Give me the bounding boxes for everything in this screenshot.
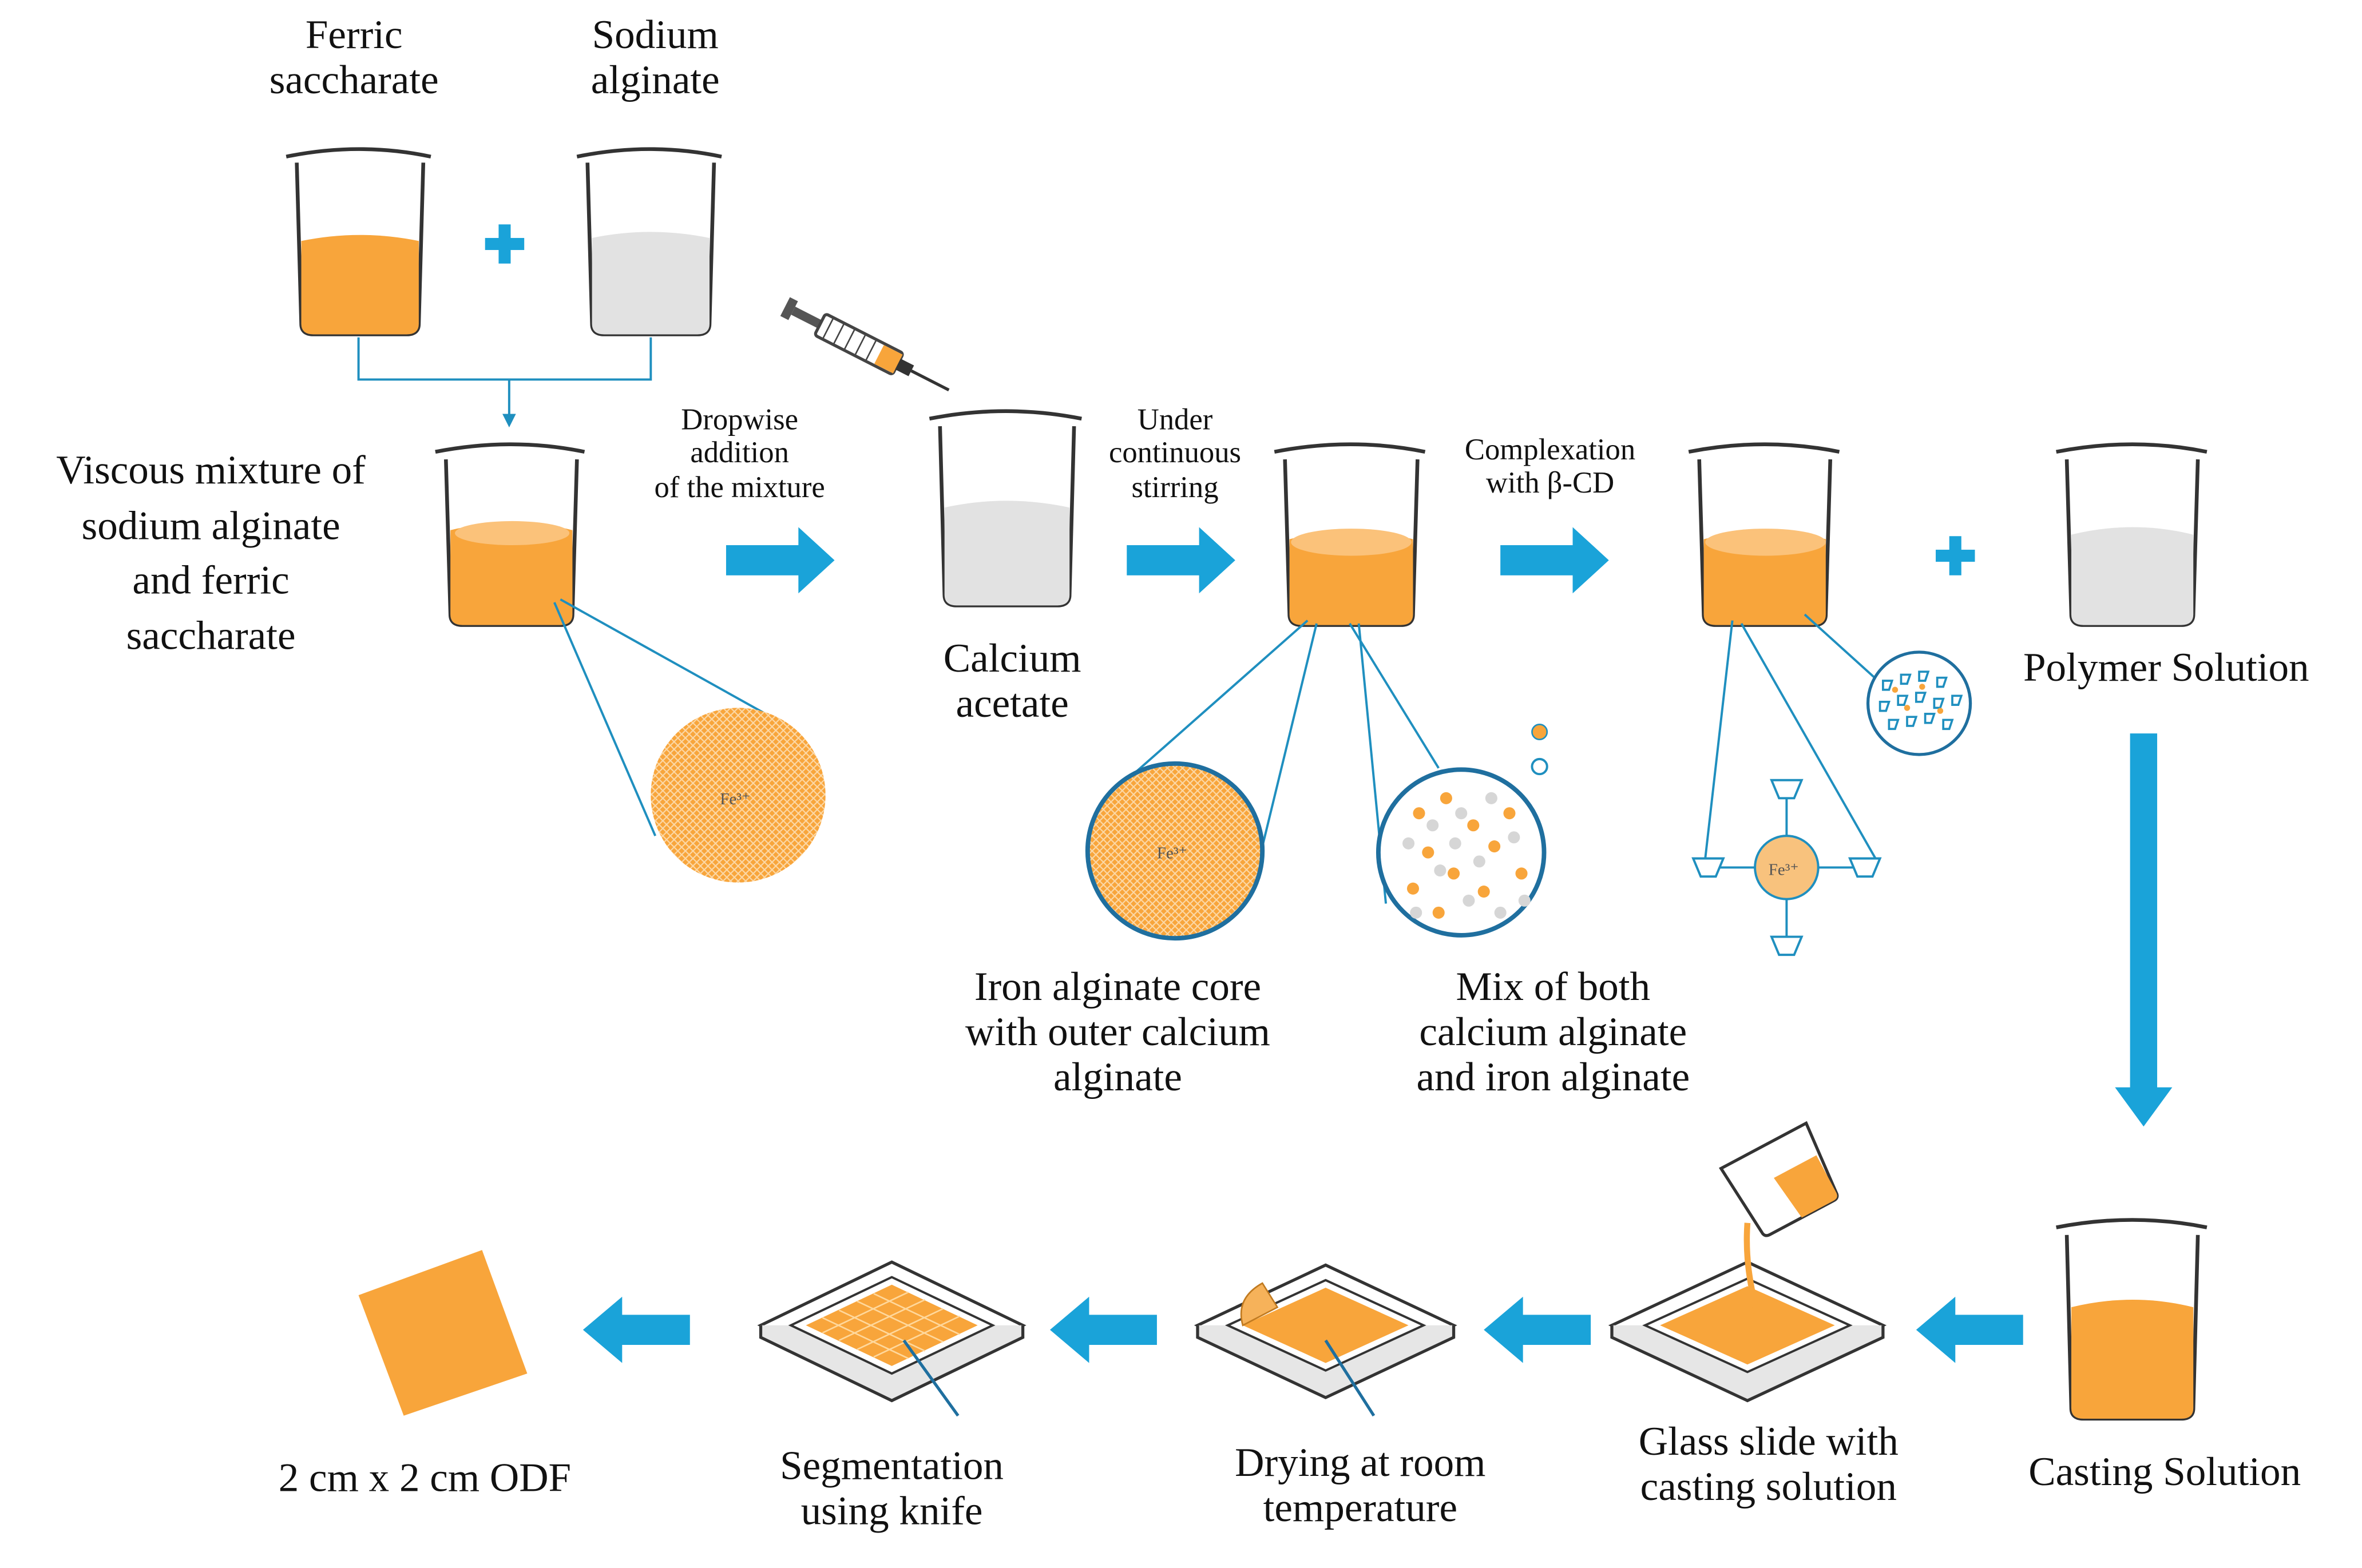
drying-slide-icon (1194, 1263, 1457, 1417)
complexation-label: Complexation with β-CD (1464, 434, 1636, 501)
ferric-beaker-icon (286, 147, 431, 336)
odf-film-icon (358, 1250, 528, 1416)
sodium-alginate-label: Sodium alginate (590, 12, 720, 103)
mix-both-alginate-label: Mix of both calcium alginate and iron al… (1416, 963, 1690, 1101)
dropwise-addition-label: Dropwise addition of the mixture (654, 403, 825, 505)
casting-solution-label: Casting Solution (2028, 1448, 2301, 1494)
stirred-beaker-icon (1274, 442, 1426, 627)
ferric-saccharate-label: Ferric saccharate (269, 12, 439, 103)
mixture-beaker-icon (435, 442, 585, 627)
odf-label: 2 cm x 2 cm ODF (278, 1455, 572, 1500)
arrow-down-icon (2115, 733, 2173, 1127)
mixed-alginate-detail-icon (1376, 767, 1547, 938)
viscous-mixture-label: Viscous mixture of sodium alginate and f… (56, 447, 366, 658)
drying-label: Drying at room temperature (1235, 1439, 1486, 1531)
arrow-right-icon (1500, 527, 1609, 594)
arrow-left-icon (1484, 1296, 1591, 1363)
fe-ion-label-2: Fe³⁺ (1157, 844, 1187, 863)
iron-alginate-detail-icon (651, 708, 826, 883)
calcium-beaker-icon (929, 409, 1082, 608)
plus-icon (1936, 536, 1975, 575)
glass-slide-casting-icon (1608, 1121, 1887, 1403)
polymer-beaker-icon (2056, 442, 2208, 627)
fe-cyclodextrin-complex-icon: Fe³⁺ (1691, 779, 1882, 956)
syringe-icon (780, 297, 950, 392)
plus-icon (485, 224, 525, 264)
iron-alginate-core-label: Iron alginate core with outer calcium al… (965, 963, 1270, 1101)
fe-ion-label-3: Fe³⁺ (1769, 861, 1799, 879)
glass-slide-label: Glass slide with casting solution (1638, 1419, 1899, 1510)
arrow-left-icon (1049, 1296, 1157, 1363)
polymer-solution-label: Polymer Solution (2023, 644, 2309, 690)
segmentation-label: Segmentation using knife (780, 1443, 1004, 1534)
arrow-left-icon (582, 1296, 690, 1363)
casting-beaker-icon (2056, 1218, 2208, 1421)
arrow-right-icon (726, 527, 835, 594)
cyclodextrin-network-icon (1866, 650, 1972, 756)
arrow-right-icon (1127, 527, 1235, 594)
arrow-left-icon (1916, 1296, 2023, 1363)
continuous-stirring-label: Under continuous stirring (1108, 403, 1242, 505)
iron-core-detail-icon (1085, 761, 1265, 941)
fe-ion-label-1: Fe³⁺ (720, 790, 750, 808)
complex-beaker-icon (1688, 442, 1840, 627)
segmentation-slide-icon (757, 1260, 1027, 1417)
calcium-acetate-label: Calcium acetate (943, 635, 1081, 727)
sodium-beaker-icon (576, 147, 722, 336)
